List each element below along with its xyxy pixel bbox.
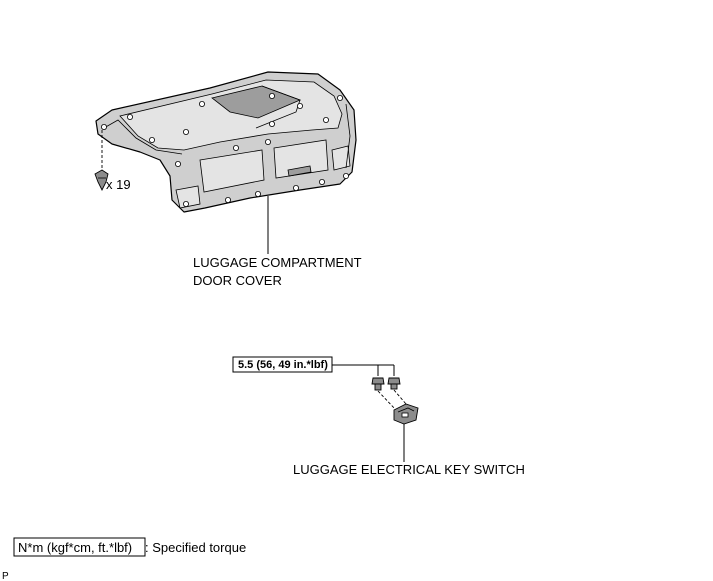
legend-boxed-text: N*m (kgf*cm, ft.*lbf) xyxy=(18,540,132,555)
legend-description: : Specified torque xyxy=(145,540,246,555)
bolt-icon xyxy=(387,377,401,390)
clip-icon xyxy=(94,169,109,192)
cover-label-line1: LUGGAGE COMPARTMENT xyxy=(193,255,362,270)
luggage-compartment-door-cover xyxy=(95,71,357,213)
bolt-icon xyxy=(371,377,385,391)
clip-guide xyxy=(94,130,109,192)
key-switch-icon xyxy=(393,403,419,425)
torque-legend: N*m (kgf*cm, ft.*lbf) : Specified torque xyxy=(13,537,246,557)
cover-label-line2: DOOR COVER xyxy=(193,273,282,288)
switch-label: LUGGAGE ELECTRICAL KEY SWITCH xyxy=(293,462,525,477)
torque-callout: 5.5 (56, 49 in.*lbf) xyxy=(232,356,395,376)
clip-count: x 19 xyxy=(106,177,131,192)
corner-marker: P xyxy=(2,571,9,581)
torque-spec: 5.5 (56, 49 in.*lbf) xyxy=(238,359,328,371)
